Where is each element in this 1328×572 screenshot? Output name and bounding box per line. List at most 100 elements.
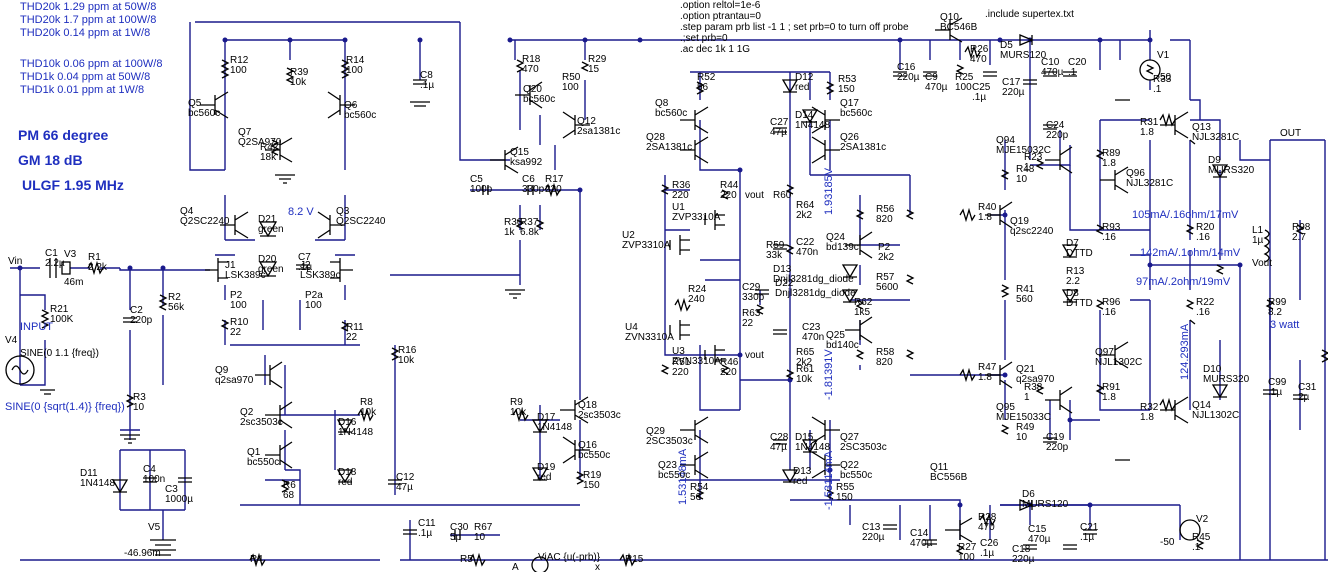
component-ref: D13 xyxy=(773,264,792,275)
annotation: -1.81391V xyxy=(823,349,835,400)
component-ref: Q95 xyxy=(996,402,1015,413)
source-v2: V2 xyxy=(1196,514,1209,525)
component-ref: R15 xyxy=(625,554,644,565)
component-ref: R98 xyxy=(1292,222,1311,233)
component-value: 1k xyxy=(504,227,516,238)
component-value: 100p xyxy=(470,184,493,195)
component-ref: D22 xyxy=(775,278,794,289)
directive: .option reltol=1e-6 xyxy=(680,0,761,11)
component-value: 1.8 xyxy=(1102,392,1116,403)
annotation: 142mA/.1ohm/14mV xyxy=(1140,247,1241,259)
component-value: green xyxy=(258,264,284,275)
component-ref: R33 xyxy=(1153,74,1172,85)
component-value: red xyxy=(793,476,807,487)
component-ref: C30 xyxy=(450,522,469,533)
component-ref: C6 xyxy=(522,174,535,185)
component-value: NJL1302C xyxy=(1192,410,1239,421)
component-ref: R16 xyxy=(398,345,417,356)
component-value: 820 xyxy=(876,214,893,225)
source-v1-val: 50 xyxy=(1160,72,1172,83)
component-value: 5600 xyxy=(876,282,899,293)
component-value: ksa992 xyxy=(510,157,543,168)
component-value: .16 xyxy=(1102,232,1116,243)
component-ref: D21 xyxy=(258,214,277,225)
component-value: MURS320 xyxy=(1208,165,1255,176)
component-ref: C28 xyxy=(770,432,789,443)
component-ref: Q21 xyxy=(1016,364,1035,375)
component-ref: R10 xyxy=(230,317,249,328)
component-ref: C4 xyxy=(143,464,156,475)
component-value: 150 xyxy=(583,480,600,491)
component-value: 100 xyxy=(230,300,247,311)
component-ref: R2 xyxy=(168,292,181,303)
mosfet-u3 xyxy=(704,345,725,365)
source-v5: V5 xyxy=(148,522,161,533)
component-ref: D13 xyxy=(793,466,812,477)
component-value: ZVN3310A xyxy=(625,332,674,343)
component-value: 2sa1381c xyxy=(577,126,620,137)
component-value: 330p xyxy=(742,292,765,303)
component-value: 1N4148 xyxy=(537,422,572,433)
transistor-q8 xyxy=(680,106,709,134)
annotation: 1.53148mA xyxy=(677,448,689,505)
component-ref: C27 xyxy=(770,117,789,128)
mosfet-u4 xyxy=(669,320,690,340)
component-ref: R59 xyxy=(766,240,785,251)
gain-margin: GM 18 dB xyxy=(18,152,83,168)
component-value: 1 xyxy=(1024,162,1030,173)
component-ref: R18 xyxy=(522,54,541,65)
jfet-j2 xyxy=(330,258,353,282)
component-value: 56 xyxy=(697,82,709,93)
component-ref: R1 xyxy=(88,252,101,263)
transistor-q26 xyxy=(811,136,840,164)
source-v3: V3 xyxy=(64,249,77,260)
component-ref: P2a xyxy=(305,290,323,301)
directive: .option ptrantau=0 xyxy=(680,11,761,22)
component-ref: C99 xyxy=(1268,377,1287,388)
component-value: bc560c xyxy=(655,108,687,119)
component-value: 22 xyxy=(230,327,242,338)
component-value: MJE15032C xyxy=(996,145,1051,156)
component-value: .1µ xyxy=(420,80,434,91)
component-value: 220 xyxy=(720,367,737,378)
component-ref: Q15 xyxy=(510,147,529,158)
component-ref: R17 xyxy=(545,174,564,185)
component-ref: Q94 xyxy=(996,135,1015,146)
component-value: MURS320 xyxy=(1203,374,1250,385)
component-ref: C19 xyxy=(1046,432,1065,443)
component-ref: R91 xyxy=(1102,382,1121,393)
component-ref: Q8 xyxy=(655,98,669,109)
component-ref: J1 xyxy=(225,260,236,271)
transistor-q9 xyxy=(255,361,283,389)
transistor-q27 xyxy=(811,416,840,444)
component-value: 1N4148 xyxy=(80,478,115,489)
component-ref: R45 xyxy=(1192,532,1211,543)
component-value: 1.8 xyxy=(1140,412,1154,423)
component-value: 10k xyxy=(290,77,307,88)
component-ref: C24 xyxy=(1046,120,1065,131)
component-value: 56 xyxy=(690,492,702,503)
component-value: 470 xyxy=(970,54,987,65)
component-ref: U2 xyxy=(622,230,635,241)
component-value: 220 xyxy=(720,190,737,201)
component-ref: Q96 xyxy=(1126,168,1145,179)
component-ref: Q97 xyxy=(1095,347,1114,358)
net-a: A xyxy=(512,562,519,572)
component-value: 2SC3503c xyxy=(646,436,693,447)
component-value: 2µ xyxy=(1298,392,1310,403)
component-value: 1.8 xyxy=(978,372,992,383)
component-ref: R19 xyxy=(583,470,602,481)
component-value: 56k xyxy=(168,302,185,313)
net-vout: Vout xyxy=(1252,258,1272,269)
component-value: 2.2 xyxy=(1066,276,1080,287)
source-v1: V1 xyxy=(1157,50,1170,61)
transistor-q12 xyxy=(562,111,590,139)
net-labels: Vin OUT Vout vout vout INPUT A x xyxy=(8,128,1301,572)
component-value: 100 xyxy=(305,300,322,311)
component-value: 330p xyxy=(522,184,545,195)
component-ref: R24 xyxy=(688,284,707,295)
thd-note: THD10k 0.06 ppm at 100W/8 xyxy=(20,58,162,70)
transistor-q3 xyxy=(317,211,345,239)
component-value: BC556B xyxy=(930,472,968,483)
component-ref: R61 xyxy=(796,364,815,375)
